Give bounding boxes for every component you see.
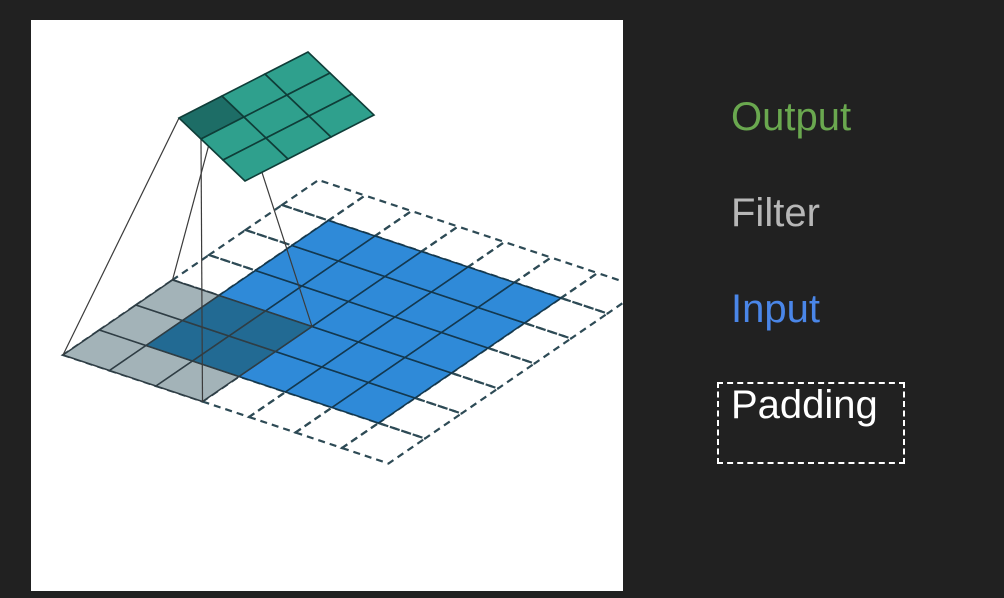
padding-cell	[246, 390, 335, 434]
legend-padding-label: Padding	[731, 383, 878, 427]
input-cell	[476, 281, 563, 324]
padding-cell	[326, 194, 414, 238]
filter-grid	[61, 279, 314, 403]
padding-cell	[293, 406, 381, 450]
padding-cell	[419, 225, 507, 269]
legend-input-label: Input	[731, 287, 820, 331]
legend-filter-label: Filter	[731, 191, 820, 235]
projection-line	[200, 138, 204, 402]
padding-cell	[279, 178, 368, 222]
padding-cell	[206, 228, 295, 272]
padding-cell	[170, 253, 258, 297]
legend-output-label: Output	[731, 95, 852, 139]
projection-line	[62, 117, 180, 356]
convolution-diagram-panel	[31, 20, 623, 591]
convolution-diagram	[60, 51, 623, 465]
padding-cell	[243, 203, 331, 247]
padding-cell	[339, 421, 428, 465]
padding-cell	[558, 271, 623, 315]
padding-cell	[512, 256, 600, 300]
padding-cell	[465, 240, 554, 284]
input-grid	[144, 219, 563, 424]
padding-cell	[372, 209, 461, 253]
legend-padding-dashed-box	[717, 382, 905, 464]
output-grid	[177, 51, 376, 182]
output-cell	[307, 93, 376, 138]
